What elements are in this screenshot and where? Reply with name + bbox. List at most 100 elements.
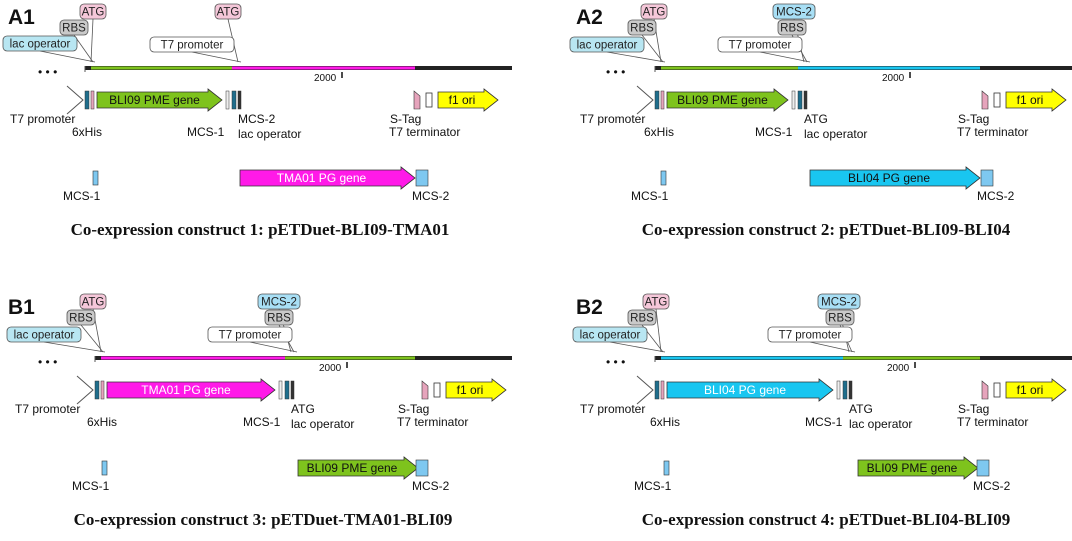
- rbs-tag-box: [66, 309, 96, 326]
- t7-promoter-tag: T7 promoter: [219, 330, 282, 342]
- t7-promoter-tag-box: [767, 326, 853, 343]
- gene-1-label: BLI09 PME gene: [677, 93, 768, 107]
- gene-1-label: TMA01 PG gene: [141, 383, 231, 397]
- t7-terminator-block: [425, 92, 433, 108]
- lac-operator-label: lac operator: [849, 417, 912, 431]
- his-tag-block: [94, 380, 100, 400]
- f1-ori-arrow: [1005, 88, 1067, 112]
- s-tag-block: [413, 90, 421, 110]
- mcs-2-tag: MCS-2: [261, 297, 297, 309]
- insert-mcs-1-label: MCS-1: [631, 189, 669, 203]
- t7-promoter-tag-box: [149, 36, 235, 53]
- his-tag-label: 6xHis: [644, 125, 674, 139]
- t7-promoter-arrow: [636, 375, 654, 405]
- t7-terminator-block: [993, 382, 1001, 398]
- mcs-1-block: [836, 380, 841, 400]
- s-tag-label: S-Tag: [398, 402, 429, 416]
- insert-mcs-1-block: [101, 460, 108, 476]
- label-4: ATG: [291, 402, 315, 416]
- atg-tag: ATG: [645, 297, 668, 309]
- scale-tick-label: 2000: [887, 363, 910, 374]
- rbs-tag: RBS: [69, 313, 93, 325]
- atg-block: [660, 380, 665, 400]
- t7-promoter-tag-leader: [809, 341, 856, 353]
- rbs-tag-leader: [80, 324, 104, 353]
- t7-promoter-tag: T7 promoter: [729, 40, 792, 52]
- ellipsis: • • •: [606, 65, 625, 79]
- t7-promoter-label: T7 promoter: [580, 402, 645, 416]
- lac-operator-tag: lac operator: [14, 330, 75, 342]
- label-4: ATG: [849, 402, 873, 416]
- lac-operator-tag-box: [572, 326, 648, 343]
- his-tag-block: [84, 90, 90, 110]
- t7-terminator-label: T7 terminator: [397, 415, 468, 429]
- insert-mcs-1-label: MCS-1: [634, 479, 672, 493]
- rbs-tag-2: RBS: [828, 313, 852, 325]
- t7-terminator-label: T7 terminator: [389, 125, 460, 139]
- mcs-1-label: MCS-1: [805, 415, 843, 429]
- label-4: MCS-2: [238, 112, 276, 126]
- atg-block: [660, 90, 665, 110]
- ellipsis: • • •: [38, 355, 57, 369]
- lac-operator-tag-leader: [39, 50, 96, 63]
- t7-promoter-tag: T7 promoter: [161, 40, 224, 52]
- t7-terminator-label: T7 terminator: [957, 125, 1028, 139]
- caption: Co-expression construct 1: pETDuet-BLI09…: [71, 220, 450, 239]
- mcs-2-tag: MCS-2: [821, 297, 857, 309]
- gene-2-label: TMA01 PG gene: [277, 171, 367, 185]
- f1-ori-label: f1 ori: [1017, 93, 1044, 107]
- atg-tag-2: ATG: [217, 7, 240, 19]
- gene-2-arrow: [857, 456, 979, 480]
- gene-2-arrow: [239, 166, 416, 190]
- caption: Co-expression construct 3: pETDuet-TMA01…: [74, 510, 453, 529]
- mcs-2-tag-box: [257, 293, 301, 310]
- f1-ori-label: f1 ori: [457, 383, 484, 397]
- atg-tag-box: [79, 3, 107, 20]
- insert-mcs-2-block: [415, 459, 429, 477]
- f1-ori-arrow: [437, 88, 499, 112]
- rbs-tag: RBS: [630, 313, 654, 325]
- mcs-2-block: [842, 380, 848, 400]
- insert-mcs-2-label: MCS-2: [973, 479, 1011, 493]
- s-tag-block: [981, 90, 989, 110]
- mcs-2-tag-box: [772, 3, 816, 20]
- his-tag-label: 6xHis: [650, 415, 680, 429]
- insert-mcs-2-label: MCS-2: [412, 479, 450, 493]
- caption: Co-expression construct 2: pETDuet-BLI09…: [642, 220, 1011, 239]
- atg-tag: ATG: [643, 7, 666, 19]
- rbs-tag: RBS: [630, 23, 654, 35]
- t7-terminator-label: T7 terminator: [957, 415, 1028, 429]
- t7-promoter-arrow: [636, 85, 654, 115]
- lac-operator-tag: lac operator: [580, 330, 641, 342]
- panel-label: A1: [8, 6, 35, 29]
- lac-operator-tag: lac operator: [577, 40, 638, 52]
- lac-operator-tag-leader: [606, 51, 666, 63]
- t7-promoter-tag-box: [207, 326, 293, 343]
- atg-tag: ATG: [82, 7, 105, 19]
- t7-promoter-tag-leader: [249, 341, 298, 353]
- scale-tick-label: 2000: [882, 73, 905, 84]
- panel-label: A2: [576, 6, 603, 29]
- lac-operator-label: lac operator: [804, 127, 867, 141]
- lac-operator-tag-box: [2, 35, 78, 52]
- t7-promoter-label: T7 promoter: [10, 112, 75, 126]
- gene-1-arrow: [666, 88, 789, 112]
- ellipsis: • • •: [38, 65, 57, 79]
- rbs-tag: RBS: [62, 23, 86, 35]
- rbs-tag-box: [627, 19, 657, 36]
- insert-mcs-2-block: [980, 169, 994, 187]
- lac-block: [290, 380, 295, 400]
- gene-2-label: BLI09 PME gene: [307, 461, 398, 475]
- atg-tag-2-box: [214, 3, 242, 20]
- mcs-1-block: [225, 90, 230, 110]
- his-tag-block: [654, 90, 660, 110]
- t7-promoter-label: T7 promoter: [15, 402, 80, 416]
- lac-operator-label: lac operator: [238, 127, 301, 141]
- lac-block: [803, 90, 808, 110]
- his-tag-label: 6xHis: [72, 125, 102, 139]
- s-tag-label: S-Tag: [958, 402, 989, 416]
- rbs-tag-leader: [641, 34, 664, 63]
